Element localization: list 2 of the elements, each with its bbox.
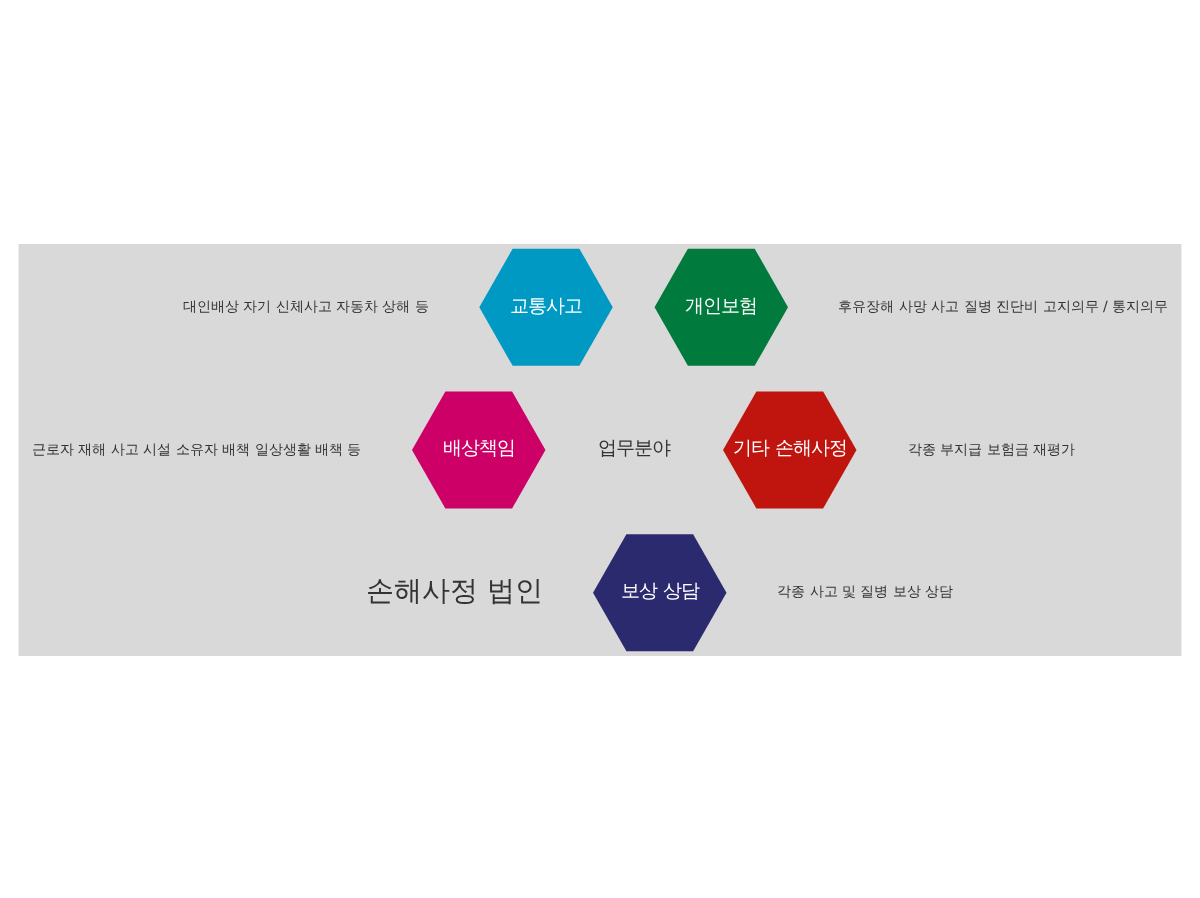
label: 업무분야	[598, 437, 671, 460]
label: 손해사정 법인	[365, 574, 543, 607]
